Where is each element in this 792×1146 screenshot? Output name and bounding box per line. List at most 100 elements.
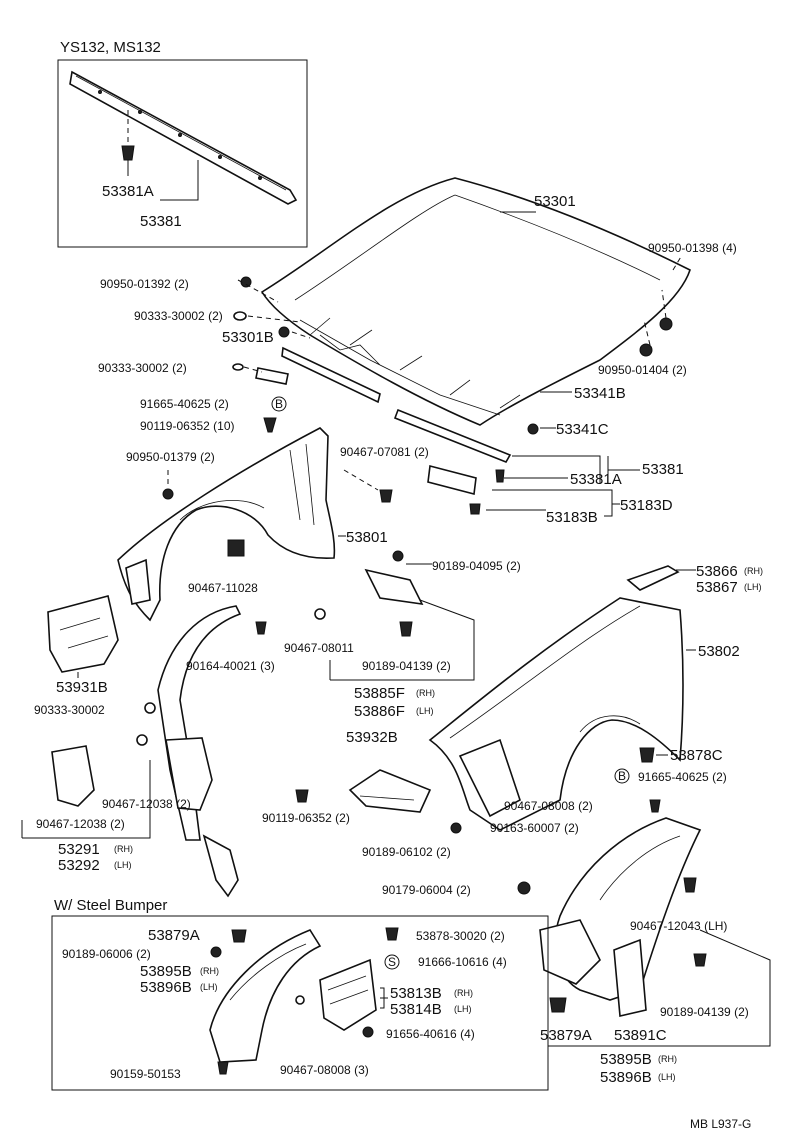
tag-lh-53292: (LH) (114, 860, 132, 870)
left-splash-guard-drawing (157, 605, 242, 841)
label-90189-06006: 90189-06006 (2) (62, 947, 151, 961)
label-53885f: 53885F (354, 685, 405, 702)
label-53879a-a: 53879A (148, 927, 200, 944)
label-90179-06004: 90179-06004 (2) (382, 883, 471, 897)
label-90467-12043: 90467-12043 (LH) (630, 919, 727, 933)
label-inset-strip: 53381 (140, 213, 182, 230)
ref-b-letter: B (275, 397, 283, 411)
label-53895b-b: 53895B (600, 1051, 652, 1068)
label-90467-08011: 90467-08011 (284, 641, 354, 655)
inset-top-title: YS132, MS132 (60, 39, 161, 56)
label-90950-01404: 90950-01404 (2) (598, 363, 687, 377)
label-90189-06102: 90189-06102 (2) (362, 845, 451, 859)
tag-rh-53291: (RH) (114, 844, 133, 854)
tag-lh-53814b: (LH) (454, 1004, 472, 1014)
doc-code: MB L937-G (690, 1117, 751, 1131)
tag-rh-53895b-a: (RH) (200, 966, 219, 976)
label-90950-01392: 90950-01392 (2) (100, 277, 189, 291)
hood-drawing (255, 177, 691, 463)
label-53879a-b: 53879A (540, 1027, 592, 1044)
inset-bottom-title: W/ Steel Bumper (54, 897, 167, 914)
label-90467-08008-b: 90467-08008 (3) (280, 1063, 369, 1077)
label-53183d: 53183D (620, 497, 673, 514)
inset-steel-bumper-frame (51, 915, 549, 1091)
right-fender-drawing (428, 597, 684, 831)
label-53291: 53291 (58, 841, 100, 858)
hood-fasteners (232, 276, 673, 435)
ref-b-marker (271, 396, 287, 412)
label-90467-08008-a: 90467-08008 (2) (504, 799, 593, 813)
label-53931b: 53931B (56, 679, 108, 696)
right-splash-guard-drawing (539, 817, 702, 1017)
inset-frame (57, 59, 308, 248)
label-53341c: 53341C (556, 421, 609, 438)
label-53891c: 53891C (614, 1027, 667, 1044)
hood-seal-strip (281, 346, 381, 404)
bracket-53885f-drawing (364, 568, 424, 606)
label-90467-12038-a: 90467-12038 (2) (102, 797, 191, 811)
tag-rh-53885f: (RH) (416, 688, 435, 698)
label-hood: 53301 (534, 193, 576, 210)
label-53814b: 53814B (390, 1001, 442, 1018)
label-53896b-a: 53896B (140, 979, 192, 996)
label-91665-40625-b: 91665-40625 (2) (638, 770, 727, 784)
left-fender-drawing (117, 427, 336, 622)
tag-lh-53867: (LH) (744, 582, 762, 592)
tag-rh-53813b: (RH) (454, 988, 473, 998)
label-90950-01379: 90950-01379 (2) (126, 450, 215, 464)
label-53341b: 53341B (574, 385, 626, 402)
bracket-53931b-drawing (47, 595, 119, 673)
label-53183b: 53183B (546, 509, 598, 526)
tag-lh-53896b-b: (LH) (658, 1072, 676, 1082)
bracket-icon (227, 539, 245, 557)
label-53292: 53292 (58, 857, 100, 874)
label-90467-07081: 90467-07081 (2) (340, 445, 429, 459)
label-90164-40021: 90164-40021 (3) (186, 659, 275, 673)
label-53886f: 53886F (354, 703, 405, 720)
label-53895b-a: 53895B (140, 963, 192, 980)
label-90333-30002-b: 90333-30002 (2) (98, 361, 187, 375)
label-90189-04139-b: 90189-04139 (2) (660, 1005, 749, 1019)
tag-lh-53886f: (LH) (416, 706, 434, 716)
label-90189-04139-a: 90189-04139 (2) (362, 659, 451, 673)
label-53801: 53801 (346, 529, 388, 546)
label-91666-10616: 91666-10616 (4) (418, 955, 507, 969)
label-53932b: 53932B (346, 729, 398, 746)
label-53381a: 53381A (570, 471, 622, 488)
tag-lh-53896b-a: (LH) (200, 982, 218, 992)
label-90159-50153: 90159-50153 (110, 1067, 181, 1081)
ref-s-letter: S (388, 955, 396, 969)
label-90950-01398: 90950-01398 (4) (648, 241, 737, 255)
label-53301b: 53301B (222, 329, 274, 346)
bracket-53291-drawing (51, 745, 95, 807)
label-90119-06352-a: 90119-06352 (10) (140, 419, 235, 433)
label-90333-30002-a: 90333-30002 (2) (134, 309, 223, 323)
tag-rh-53866: (RH) (744, 566, 763, 576)
label-90163-60007: 90163-60007 (2) (490, 821, 579, 835)
clip-icon (121, 145, 135, 161)
hood-clip-assembly (379, 464, 505, 515)
inset-ys132-ms132 (57, 59, 308, 248)
steel-bumper-guard-drawing (209, 929, 377, 1063)
label-91656-40616: 91656-40616 (4) (386, 1027, 475, 1041)
bracket-53866-drawing (626, 565, 680, 591)
label-90119-06352-b: 90119-06352 (2) (262, 811, 350, 825)
label-53896b-b: 53896B (600, 1069, 652, 1086)
hood-rear-strip (393, 408, 512, 463)
label-53813b: 53813B (390, 985, 442, 1002)
tag-rh-53895b-b: (RH) (658, 1054, 677, 1064)
label-90467-12038-b: 90467-12038 (2) (36, 817, 125, 831)
label-53878c: 53878C (670, 747, 723, 764)
label-53381: 53381 (642, 461, 684, 478)
label-53878-30020: 53878-30020 (2) (416, 929, 505, 943)
roof-strip-drawing (69, 70, 298, 205)
label-inset-clip: 53381A (102, 183, 154, 200)
label-53866: 53866 (696, 563, 738, 580)
label-53867: 53867 (696, 579, 738, 596)
label-90333-30002-c: 90333-30002 (34, 703, 105, 717)
label-90189-04095: 90189-04095 (2) (432, 559, 521, 573)
label-90467-11028: 90467-11028 (188, 581, 258, 595)
bracket-53932b-drawing (348, 769, 432, 813)
